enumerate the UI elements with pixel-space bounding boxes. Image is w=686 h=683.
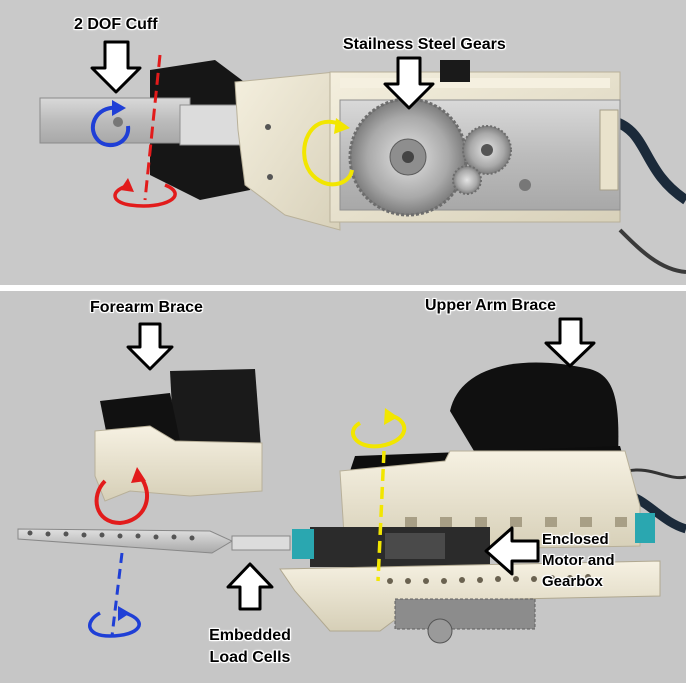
blue-rotation-arrow	[90, 105, 131, 148]
down-arrow-icon	[126, 322, 174, 371]
cable	[627, 468, 686, 480]
cable	[608, 115, 686, 205]
red-rotation-arrow	[113, 183, 177, 208]
small-gear	[452, 165, 482, 195]
load-cell	[231, 535, 291, 551]
down-arrow-icon	[90, 40, 142, 94]
down-arrow-icon	[544, 317, 596, 368]
left-arrow-icon	[484, 526, 540, 576]
label-load-line2: Load Cells	[209, 649, 291, 666]
label-motor-line3: Gearbox	[542, 573, 603, 590]
aluminum-rail-end	[179, 104, 241, 146]
device-top-view	[39, 40, 686, 274]
yellow-rotation-arrow	[351, 414, 407, 449]
yellow-rotation-arrow	[302, 119, 354, 187]
label-cuff: 2 DOF Cuff	[74, 16, 158, 33]
blue-axis-line	[110, 552, 124, 637]
label-forearm: Forearm Brace	[90, 299, 203, 316]
red-axis-line	[143, 54, 162, 201]
label-upper-arm: Upper Arm Brace	[425, 297, 557, 314]
label-load-cells: Embedded Load Cells	[185, 625, 315, 669]
upper-arm-strap	[450, 362, 619, 461]
down-arrow-icon	[383, 56, 435, 110]
panel-divider	[0, 285, 686, 291]
label-motor-line2: Motor and	[542, 552, 615, 569]
label-load-line1: Embedded	[209, 627, 291, 644]
device-side-view	[17, 317, 686, 644]
cuff-body	[234, 71, 341, 231]
photo-top-view: 2 DOF Cuff Stailness Steel Gears	[0, 0, 686, 285]
cable	[618, 228, 686, 274]
gearbox	[394, 598, 536, 630]
label-motor-line1: Enclosed	[542, 531, 609, 548]
photo-side-view: Forearm Brace Upper Arm Brace Enclosed M…	[0, 291, 686, 683]
red-rotation-arrow	[94, 474, 150, 526]
label-motor: Enclosed Motor and Gearbox	[542, 529, 615, 592]
blue-rotation-arrow	[88, 611, 141, 638]
up-arrow-icon	[226, 562, 274, 611]
aluminum-bar	[17, 528, 234, 554]
yellow-axis-line	[376, 450, 386, 582]
label-gears: Stailness Steel Gears	[343, 36, 506, 53]
